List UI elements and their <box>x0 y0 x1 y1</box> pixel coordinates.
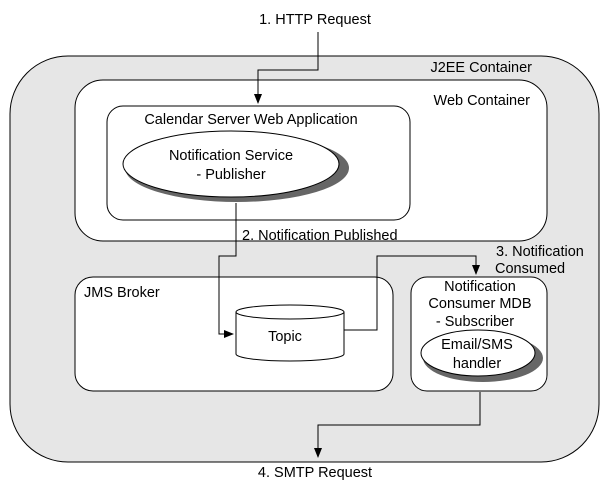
notification-service-node <box>122 130 340 198</box>
email-sms-handler-node <box>420 329 536 377</box>
step1-arrow <box>254 32 319 104</box>
j2ee-container-label: J2EE Container <box>430 60 532 76</box>
calendar-app-label: Calendar Server Web Application <box>144 112 357 128</box>
step3-label-1: 3. Notification <box>496 244 584 260</box>
step2-arrow <box>218 203 237 338</box>
web-container-label: Web Container <box>434 93 531 109</box>
jms-broker-label: JMS Broker <box>84 285 160 301</box>
email-sms-handler-label-1: Email/SMS <box>441 337 513 353</box>
step1-label: 1. HTTP Request <box>259 12 371 28</box>
step3-arrow <box>344 255 480 331</box>
topic-node <box>235 304 345 362</box>
consumer-mdb-label-1: Notification <box>444 279 516 295</box>
step4-label: 4. SMTP Request <box>258 465 372 481</box>
consumer-mdb-label-3: - Subscriber <box>436 314 514 330</box>
step4-arrow <box>314 392 481 458</box>
notification-service-label-2: - Publisher <box>196 167 265 183</box>
step2-label: 2. Notification Published <box>242 228 398 244</box>
topic-label: Topic <box>268 329 302 345</box>
notification-service-label-1: Notification Service <box>169 148 293 164</box>
step3-label-2: Consumed <box>495 261 565 277</box>
email-sms-handler-label-2: handler <box>453 356 502 372</box>
consumer-mdb-label-2: Consumer MDB <box>428 296 531 312</box>
